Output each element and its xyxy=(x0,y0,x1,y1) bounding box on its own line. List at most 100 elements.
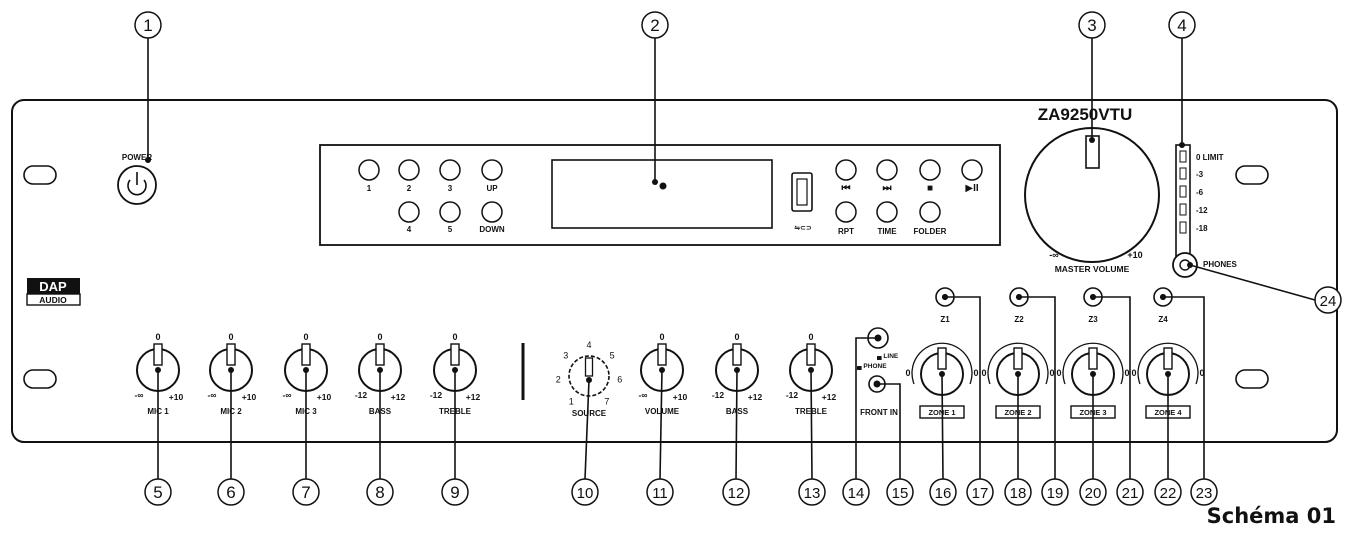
callout-circle-5 xyxy=(144,478,172,506)
master-volume-min: -∞ xyxy=(1049,250,1059,260)
callout-circle-20 xyxy=(1079,478,1107,506)
preset-button-6[interactable] xyxy=(439,201,461,223)
rotary-4-min: -12 xyxy=(355,390,368,400)
callout-number-14: 14 xyxy=(848,485,865,502)
rotary-4-pointer xyxy=(375,343,385,366)
callout-circle-12 xyxy=(722,478,750,506)
callout-leader-11 xyxy=(659,369,663,480)
rotary-1-max: +10 xyxy=(169,392,184,402)
callout-anchor-10 xyxy=(586,377,592,383)
source-label: SOURCE xyxy=(572,409,607,418)
callout-circle-23 xyxy=(1190,478,1218,506)
brand-logo-audio: AUDIO xyxy=(39,295,67,305)
callout-circle-3 xyxy=(1078,11,1106,39)
zone-4-arc xyxy=(1137,342,1199,385)
transport-label-1: ⏮ xyxy=(842,183,851,194)
source-position-1: 1 xyxy=(569,396,574,406)
preset-label-4: UP xyxy=(486,184,498,193)
source-position-3: 3 xyxy=(563,350,568,360)
meter-led-2 xyxy=(1179,167,1187,180)
preset-label-1: 1 xyxy=(367,184,372,193)
source-pointer xyxy=(584,357,594,377)
preset-label-6: 5 xyxy=(448,225,453,234)
rotary-6-pointer xyxy=(657,343,667,366)
preset-button-7[interactable] xyxy=(481,201,503,223)
transport-label-6: TIME xyxy=(877,227,897,236)
callout-anchor-12 xyxy=(734,367,740,373)
callout-circle-13 xyxy=(798,478,826,506)
zone-3-arc xyxy=(1062,342,1124,385)
callout-circle-17 xyxy=(966,478,994,506)
callout-number-4: 4 xyxy=(1177,16,1186,35)
zone-2-jack-label: Z2 xyxy=(1014,315,1024,324)
rotary-2-min: -∞ xyxy=(208,390,217,400)
preset-button-1[interactable] xyxy=(358,159,380,181)
callout-circle-11 xyxy=(646,478,674,506)
preset-button-4[interactable] xyxy=(481,159,503,181)
callout-anchor-14 xyxy=(875,335,881,341)
callout-anchor-11 xyxy=(659,367,665,373)
transport-button-1[interactable] xyxy=(835,159,857,181)
callout-number-18: 18 xyxy=(1010,485,1027,502)
callout-leader-17 xyxy=(945,296,981,479)
rotary-5-min: -12 xyxy=(430,390,443,400)
transport-label-7: FOLDER xyxy=(914,227,947,236)
callout-anchor-19 xyxy=(1016,294,1022,300)
preset-button-5[interactable] xyxy=(398,201,420,223)
callout-number-5: 5 xyxy=(153,483,162,502)
callout-leader-21 xyxy=(1093,296,1131,479)
callout-circle-1 xyxy=(134,11,162,39)
brand-logo-bottom xyxy=(26,293,81,306)
callout-anchor-7 xyxy=(303,367,309,373)
preset-button-2[interactable] xyxy=(398,159,420,181)
transport-button-6[interactable] xyxy=(876,201,898,223)
preset-label-7: DOWN xyxy=(479,225,505,234)
callout-anchor-22 xyxy=(1165,371,1171,377)
transport-button-4[interactable] xyxy=(961,159,983,181)
rotary-5-pointer xyxy=(450,343,460,366)
rotary-2-pointer xyxy=(226,343,236,366)
callout-leader-19 xyxy=(1019,296,1056,479)
callout-anchor-13 xyxy=(808,367,814,373)
callout-leader-15 xyxy=(877,383,901,479)
callout-circle-6 xyxy=(217,478,245,506)
zone-1-jack-label: Z1 xyxy=(940,315,950,324)
zone-1-max: 0 xyxy=(973,368,978,378)
callout-circle-9 xyxy=(441,478,469,506)
rotary-5-top-mark: 0 xyxy=(452,332,457,342)
preset-button-3[interactable] xyxy=(439,159,461,181)
callout-circle-8 xyxy=(366,478,394,506)
callout-circle-7 xyxy=(292,478,320,506)
preset-label-3: 3 xyxy=(448,184,453,193)
callout-number-7: 7 xyxy=(301,483,310,502)
meter-label-1: 0 LIMIT xyxy=(1196,153,1224,162)
transport-button-5[interactable] xyxy=(835,201,857,223)
callout-circle-16 xyxy=(929,478,957,506)
callout-number-12: 12 xyxy=(728,485,745,502)
callout-number-17: 17 xyxy=(972,485,989,502)
rotary-7-top-mark: 0 xyxy=(734,332,739,342)
zone-4-min: 0 xyxy=(1131,368,1136,378)
transport-button-7[interactable] xyxy=(919,201,941,223)
rotary-8-pointer xyxy=(806,343,816,366)
callout-leader-10 xyxy=(584,379,590,480)
rack-slot-1 xyxy=(23,165,57,185)
callout-leader-14 xyxy=(855,337,878,479)
callout-circle-4 xyxy=(1168,11,1196,39)
zone-1-min: 0 xyxy=(905,368,910,378)
source-position-2: 2 xyxy=(556,375,561,385)
zone-1-arc xyxy=(911,342,973,385)
transport-button-3[interactable] xyxy=(919,159,941,181)
callout-circle-21 xyxy=(1116,478,1144,506)
rotary-4-top-mark: 0 xyxy=(377,332,382,342)
master-volume-label: MASTER VOLUME xyxy=(1055,264,1130,274)
rotary-3-top-mark: 0 xyxy=(303,332,308,342)
zone-4-pointer xyxy=(1163,347,1173,370)
phones-label: PHONES xyxy=(1203,260,1237,269)
callout-anchor-6 xyxy=(228,367,234,373)
callout-number-9: 9 xyxy=(450,483,459,502)
transport-button-2[interactable] xyxy=(876,159,898,181)
lcd-display xyxy=(551,159,773,229)
rotary-3-pointer xyxy=(301,343,311,366)
rotary-1-top-mark: 0 xyxy=(155,332,160,342)
